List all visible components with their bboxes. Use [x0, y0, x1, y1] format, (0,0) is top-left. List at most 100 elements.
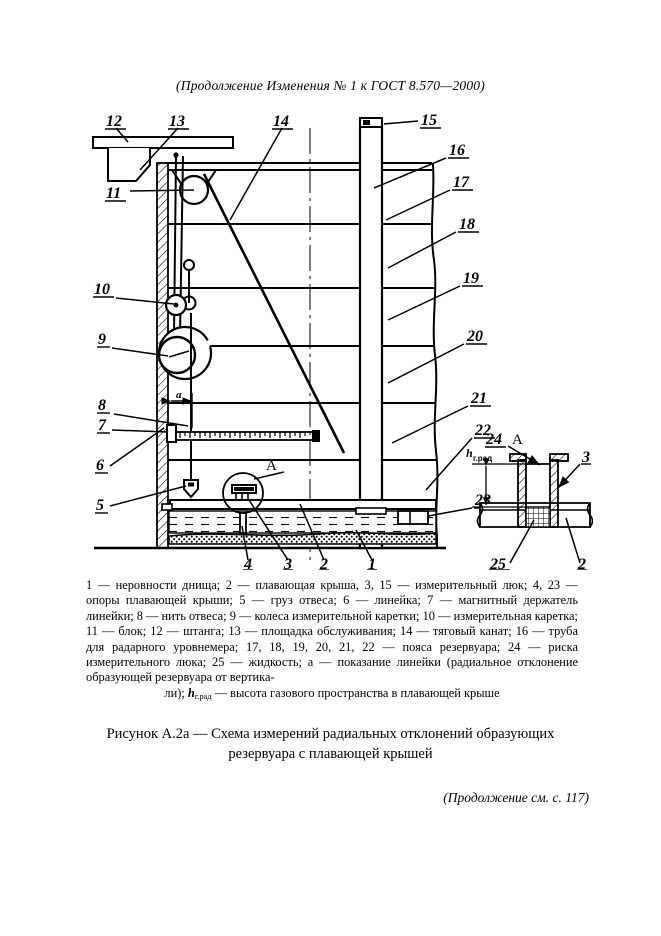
rope-anchor-dot: [173, 152, 179, 158]
detail-a-title: A: [512, 432, 523, 448]
figure-caption-line-2: резервуара с плавающей крышей: [228, 746, 433, 762]
callout-11: 11: [105, 185, 126, 202]
callout-2-detail: 2: [577, 556, 587, 570]
svg-text:11: 11: [106, 185, 121, 202]
callout-6: 6: [95, 457, 108, 474]
detail-a-leader-main: [253, 471, 285, 480]
callout-7: 7: [97, 417, 110, 434]
callout-17: 17: [452, 174, 473, 191]
callout-20: 20: [466, 328, 487, 345]
figure-a2a: а: [88, 108, 593, 570]
roof-support-23: [355, 507, 429, 525]
legend-line-3: держатель линейки; 8 — нить отвеса; 9 — …: [86, 593, 578, 623]
svg-text:2: 2: [577, 556, 586, 570]
callout-24: 24: [485, 431, 506, 448]
hatch-neck-left: [517, 459, 527, 528]
svg-text:1: 1: [368, 556, 376, 570]
callout-8: 8: [97, 397, 110, 414]
legend-line-8-suffix: — высота газового пространства в плавающ…: [211, 685, 500, 700]
callout-9: 9: [97, 331, 110, 348]
callout-22: 22: [474, 422, 495, 439]
tank-bottom-1: [168, 531, 437, 545]
svg-text:4: 4: [243, 556, 252, 570]
liquid-25: [168, 510, 437, 534]
callout-16: 16: [448, 142, 469, 159]
svg-text:18: 18: [459, 216, 475, 233]
tank-shell-right-generatrix: [430, 163, 439, 548]
floating-roof-2: [161, 499, 437, 511]
callout-10: 10: [93, 281, 114, 298]
legend-line-8: ли); hг.рад — высота газового пространст…: [86, 686, 578, 704]
svg-text:7: 7: [98, 417, 107, 434]
dimension-a: а: [161, 389, 193, 428]
svg-text:19: 19: [463, 270, 479, 287]
callout-4: 4: [243, 556, 253, 570]
legend-line-8-prefix: ли);: [164, 685, 188, 700]
svg-text:5: 5: [96, 497, 104, 514]
svg-text:12: 12: [106, 113, 122, 130]
liquid-in-hatch-25: [525, 506, 551, 528]
callout-3-detail: 3: [581, 449, 591, 466]
legend-line-6: 22 — пояса резервуара; 24 — риска измери…: [86, 639, 578, 670]
traction-rope-14: [202, 173, 346, 454]
svg-text:25: 25: [489, 556, 506, 570]
svg-text:2: 2: [319, 556, 328, 570]
figure-caption: Рисунок А.2а — Схема измерений радиальны…: [0, 724, 661, 764]
callout-12: 12: [105, 113, 126, 130]
svg-text:20: 20: [466, 328, 483, 345]
hatch-neck-right: [549, 459, 559, 528]
legend-h-symbol: h: [187, 685, 195, 700]
figure-legend: 1 — неровности днища; 2 — плавающая крыш…: [86, 578, 578, 704]
detail-a-label-main: A: [266, 458, 277, 474]
ruler-6: [175, 430, 320, 442]
svg-text:3: 3: [283, 556, 292, 570]
legend-line-4: измерительная каретка; 11 — блок; 12 — ш…: [86, 608, 579, 639]
svg-text:24: 24: [485, 431, 502, 448]
svg-text:17: 17: [453, 174, 470, 191]
callout-2: 2: [319, 556, 329, 570]
figure-caption-line-1: Рисунок А.2а — Схема измерений радиальны…: [106, 726, 555, 742]
svg-text:9: 9: [98, 331, 106, 348]
callout-1: 1: [367, 556, 377, 570]
callout-18: 18: [458, 216, 479, 233]
svg-text:16: 16: [449, 142, 465, 159]
svg-text:22: 22: [474, 422, 491, 439]
detail-a-inset: A: [466, 431, 593, 570]
callout-13: 13: [168, 113, 189, 130]
h-subscript: г.рад: [473, 454, 492, 463]
measuring-hatch-3: [222, 472, 264, 514]
plumb-bob-5: [183, 479, 199, 499]
legend-line-2: 23 — опоры плавающей крыши; 5 — груз отв…: [86, 578, 578, 608]
legend-line-7: показание линейки (радиальное отклонение…: [86, 655, 578, 685]
service-platform-13: [107, 148, 151, 182]
measuring-carriage-10: [164, 259, 197, 317]
carriage-wheel-9: [157, 325, 213, 381]
svg-text:10: 10: [94, 281, 110, 298]
svg-text:13: 13: [169, 113, 185, 130]
radar-pipe-16: [358, 117, 384, 550]
svg-text:14: 14: [273, 113, 289, 130]
legend-line-1: 1 — неровности днища; 2 — плавающая крыш…: [86, 578, 543, 592]
callout-3: 3: [283, 556, 293, 570]
legend-h-subscript: г.рад: [194, 691, 212, 701]
running-head: (Продолжение Изменения № 1 к ГОСТ 8.570—…: [176, 78, 485, 93]
callout-15: 15: [420, 112, 441, 129]
callout-numbers: 12 13 14 15 11: [93, 112, 495, 570]
callout-5: 5: [95, 497, 108, 514]
rod-12: [92, 136, 234, 149]
legend-line-5: 14 — тяговый канат; 16 — труба для радар…: [86, 624, 578, 654]
h-symbol: h: [466, 446, 473, 460]
svg-text:15: 15: [421, 112, 437, 129]
callout-19: 19: [462, 270, 483, 287]
callout-14: 14: [272, 113, 293, 130]
dimension-a-label: а: [176, 389, 182, 401]
svg-text:6: 6: [96, 457, 104, 474]
h-dimension: [472, 458, 526, 508]
magnetic-holder-7: [166, 424, 177, 443]
callout-21: 21: [470, 390, 491, 407]
callout-25: 25: [489, 556, 510, 570]
svg-text:3: 3: [581, 449, 590, 466]
callout-leaders: [109, 120, 473, 561]
svg-text:21: 21: [470, 390, 487, 407]
